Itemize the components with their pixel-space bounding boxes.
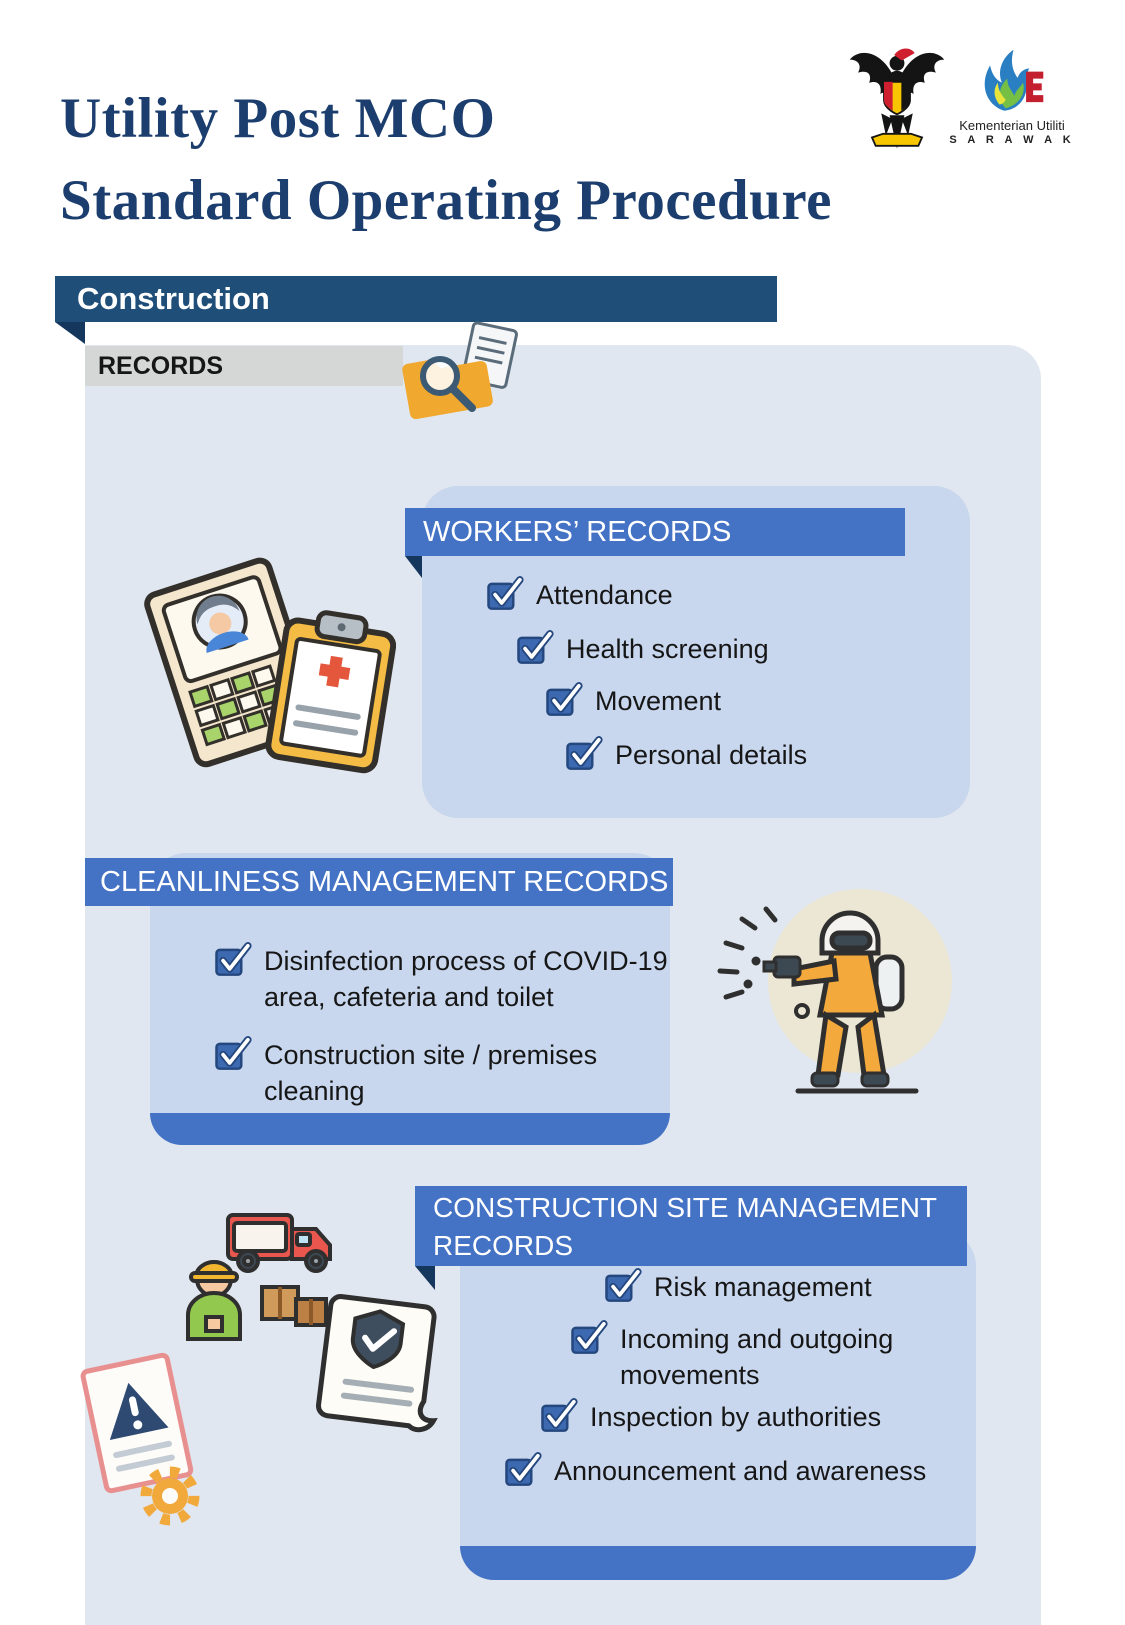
checklist-item-label: Inspection by authorities	[590, 1402, 882, 1432]
checked-checkbox-icon	[566, 736, 603, 770]
checked-checkbox-icon	[487, 576, 524, 610]
checklist-item-disinfection: Disinfection process of COVID-19 area, c…	[214, 940, 684, 1015]
checklist-item-label: Personal details	[615, 740, 808, 770]
checklist-item-label: Announcement and awareness	[554, 1456, 927, 1486]
warning-document-gear-icon	[80, 1352, 200, 1526]
page-title-line2: Standard Operating Procedure	[60, 169, 832, 232]
checklist-item-label: Incoming and outgoing movements	[620, 1324, 894, 1390]
site-management-panel-footer	[460, 1546, 976, 1580]
checked-checkbox-icon	[215, 942, 252, 976]
checklist-item-movement: Movement	[545, 680, 721, 719]
construction-banner-label: Construction	[77, 281, 270, 316]
records-bar: RECORDS	[85, 346, 403, 386]
checklist-item-inspection: Inspection by authorities	[540, 1396, 881, 1435]
workers-section-header: WORKERS’ RECORDS	[405, 508, 905, 556]
site-management-section-header: CONSTRUCTION SITE MANAGEMENT RECORDS	[415, 1186, 967, 1266]
checked-checkbox-icon	[541, 1398, 578, 1432]
cleanliness-section-header: CLEANLINESS MANAGEMENT RECORDS	[85, 858, 673, 906]
ministry-name: Kementerian Utiliti	[959, 118, 1065, 133]
ministry-state: S A R A W A K	[949, 134, 1075, 146]
checklist-item-label: Health screening	[566, 634, 769, 664]
document-search-icon	[401, 321, 518, 420]
checklist-item-label: Attendance	[536, 580, 673, 610]
checked-checkbox-icon	[605, 1268, 642, 1302]
checklist-item-health-screening: Health screening	[516, 628, 769, 667]
delivery-truck-worker-icon	[186, 1213, 332, 1341]
checklist-item-site-cleaning: Construction site / premises cleaning	[214, 1034, 634, 1109]
workers-section-title: WORKERS’ RECORDS	[423, 515, 732, 548]
page-title: Utility Post MCO Standard Operating Proc…	[60, 78, 832, 242]
checked-checkbox-icon	[517, 630, 554, 664]
site-management-section-title: CONSTRUCTION SITE MANAGEMENT RECORDS	[433, 1192, 937, 1261]
checklist-item-personal-details: Personal details	[565, 734, 807, 773]
checklist-item-label: Risk management	[654, 1272, 872, 1302]
checklist-item-label: Disinfection process of COVID-19 area, c…	[264, 946, 668, 1012]
cleanliness-section-title: CLEANLINESS MANAGEMENT RECORDS	[100, 865, 669, 898]
utility-flame-icon	[984, 49, 1044, 111]
scroll-shield-icon	[316, 1294, 438, 1433]
disinfection-sprayer-icon	[717, 889, 952, 1094]
checklist-item-label: Movement	[595, 686, 722, 716]
construction-banner: Construction	[55, 276, 777, 322]
ministry-logo: Kementerian Utiliti S A R A W A K	[948, 46, 1076, 146]
banner-fold	[55, 322, 85, 344]
checked-checkbox-icon	[571, 1320, 608, 1354]
checklist-item-movements: Incoming and outgoing movements	[570, 1318, 905, 1393]
records-bar-label: RECORDS	[98, 351, 224, 380]
checklist-item-announcement: Announcement and awareness	[504, 1450, 926, 1489]
page-title-line1: Utility Post MCO	[60, 87, 496, 150]
gear-icon	[140, 1466, 200, 1526]
cleanliness-panel-footer	[150, 1113, 670, 1145]
sarawak-coat-of-arms-icon	[849, 48, 945, 149]
checked-checkbox-icon	[505, 1452, 542, 1486]
checked-checkbox-icon	[546, 682, 583, 716]
checklist-item-risk-management: Risk management	[604, 1266, 872, 1305]
checklist-item-label: Construction site / premises cleaning	[264, 1040, 598, 1106]
checklist-item-attendance: Attendance	[486, 574, 673, 613]
checked-checkbox-icon	[215, 1036, 252, 1070]
worker-id-card-clipboard-icon	[144, 557, 396, 774]
